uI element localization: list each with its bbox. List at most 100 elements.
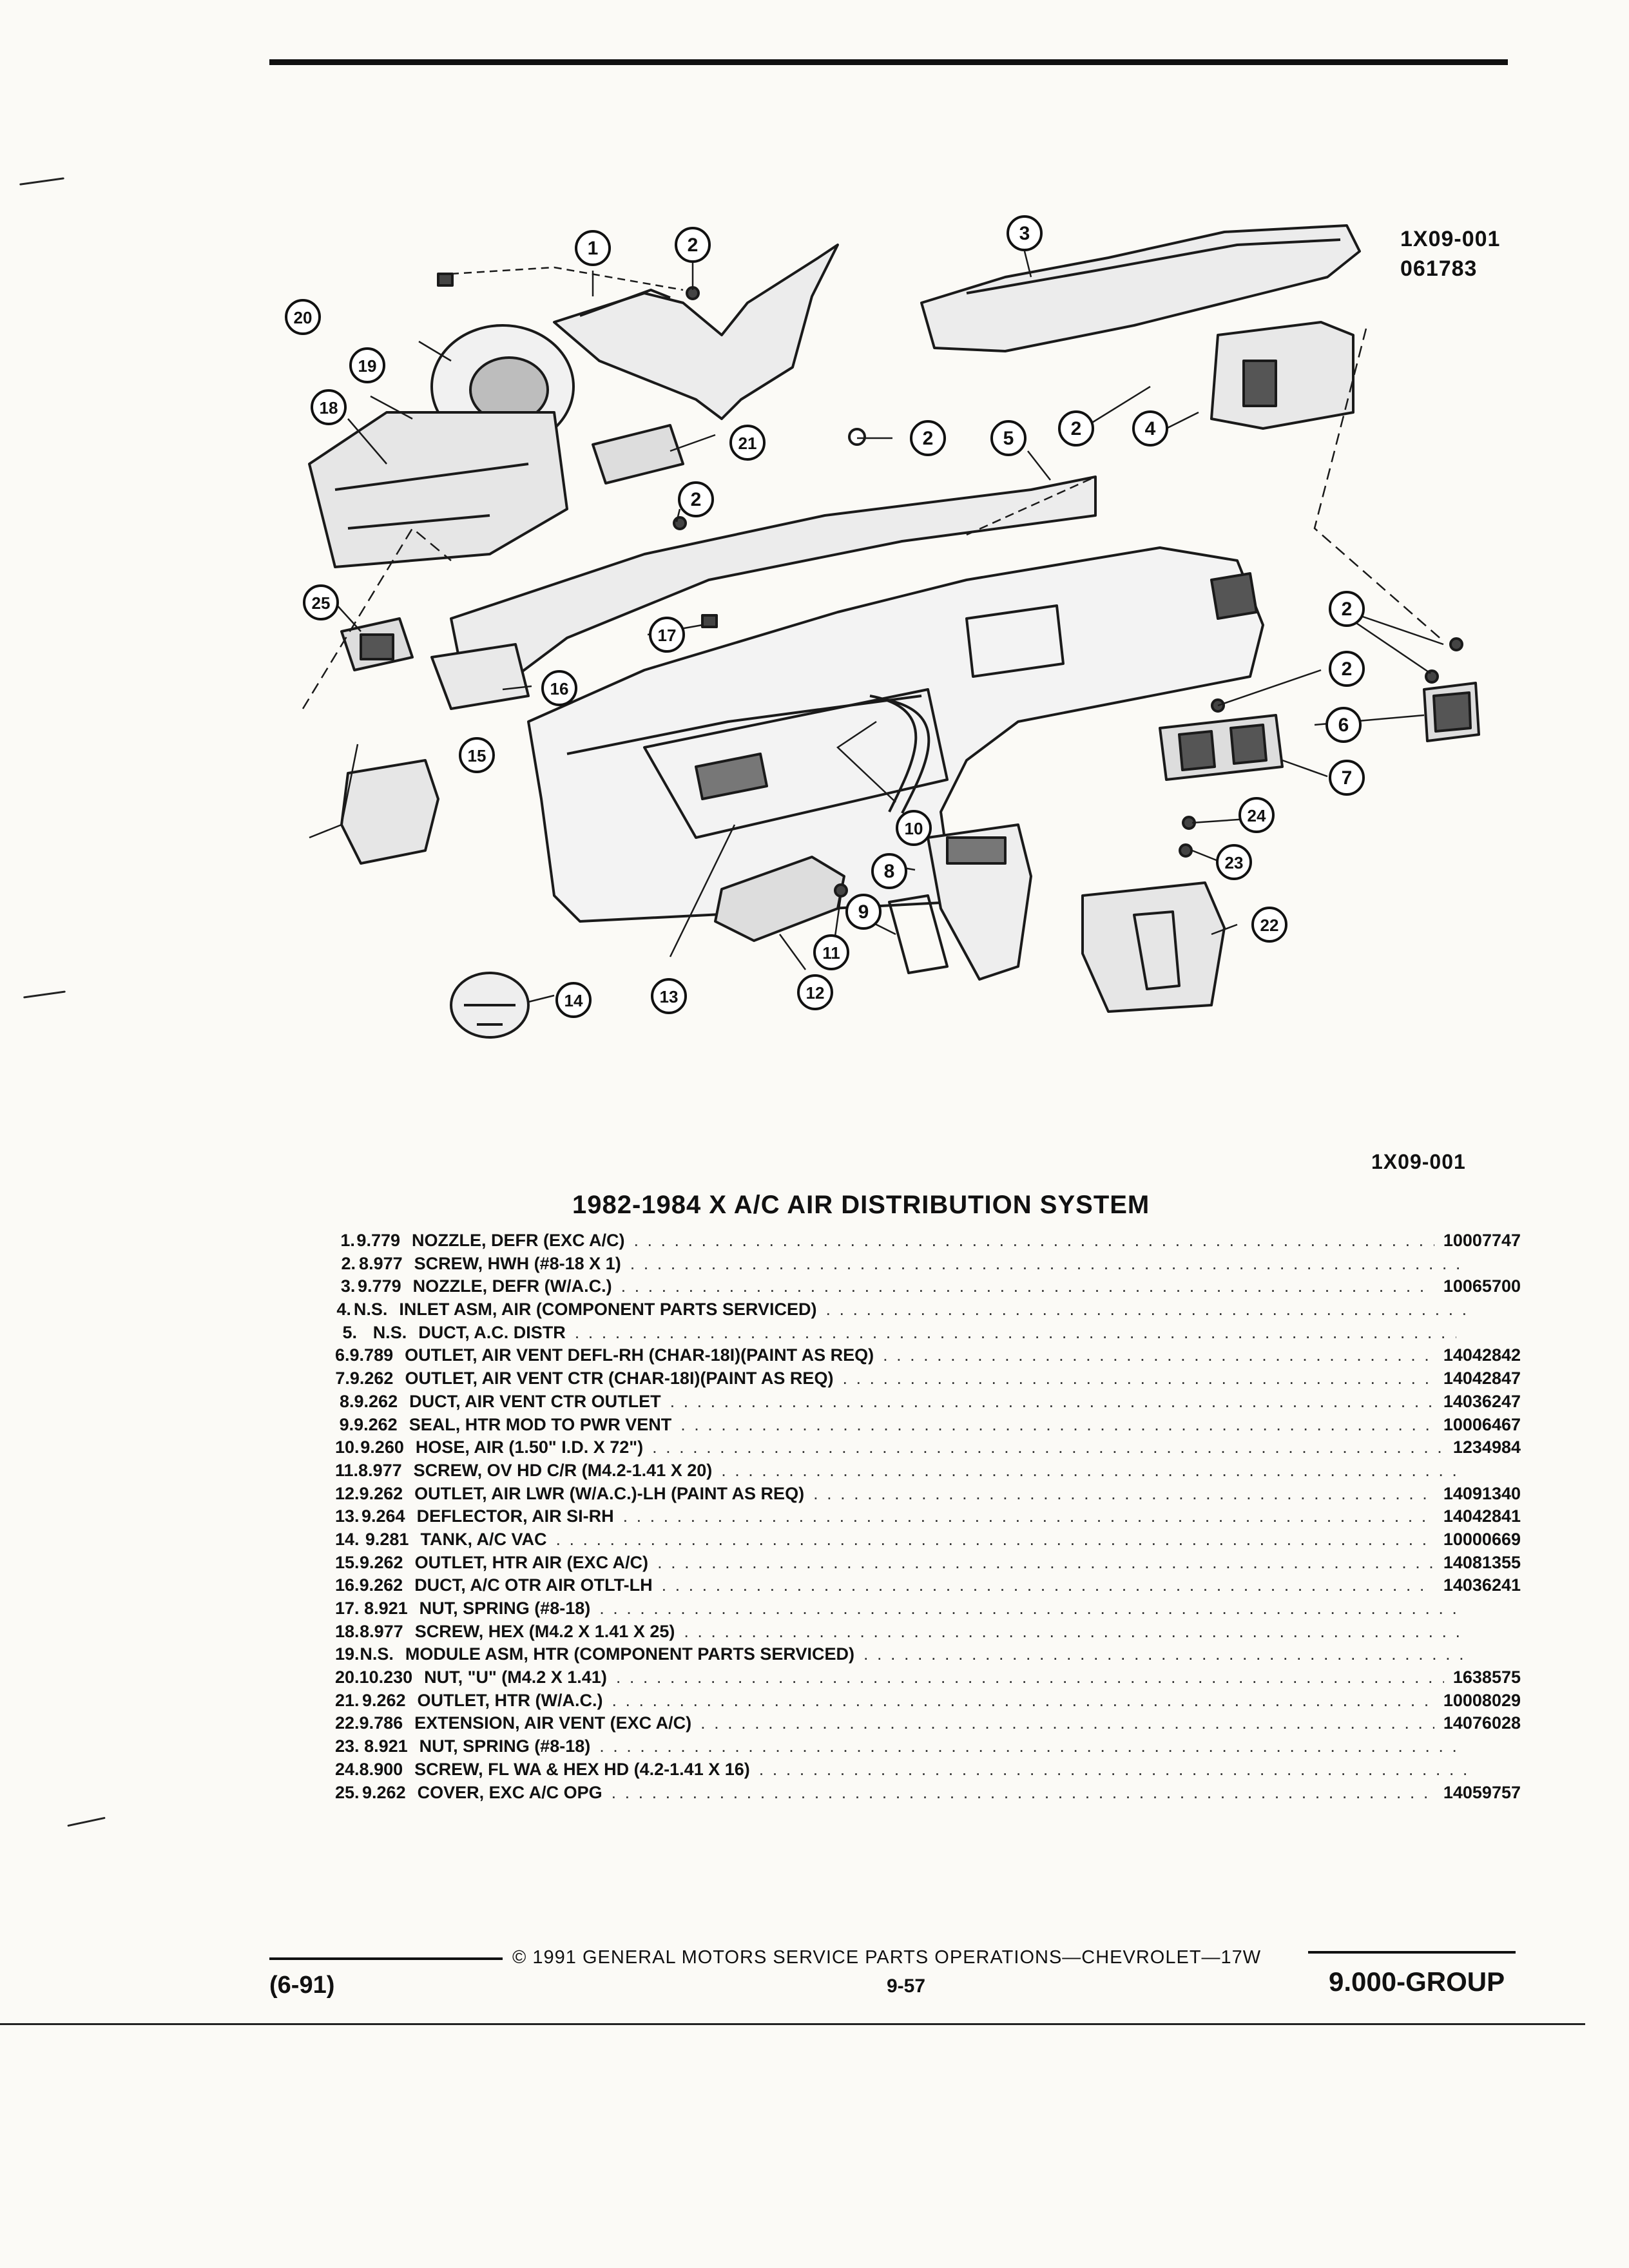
- lh-otr-air-duct: [430, 643, 530, 710]
- item-number: 24.: [335, 1759, 360, 1779]
- part-name: OUTLET: [417, 1690, 485, 1710]
- part-name: DUCT: [409, 1391, 456, 1411]
- leader-dots: [759, 1758, 1467, 1782]
- callout-circle: [1329, 760, 1365, 796]
- callout-circle: [1216, 844, 1252, 880]
- part-number: 1638575: [1452, 1667, 1521, 1687]
- diagram-caption-code: 1X09-001: [1371, 1150, 1466, 1173]
- item-number: 6.: [335, 1345, 350, 1365]
- part-detail: , AIR VENT CTR (CHAR-18I)(PAINT AS REQ): [472, 1369, 834, 1389]
- leader-dots: [825, 1298, 1470, 1321]
- callout-label: 23: [1225, 853, 1244, 872]
- leader-dots: [684, 1620, 1462, 1644]
- footer-date-code: (6-91): [269, 1972, 335, 1999]
- part-description: TANK, A/C VAC: [420, 1528, 546, 1552]
- item-number: 22.: [335, 1713, 360, 1733]
- part-description: COVER, EXC A/C OPG: [418, 1782, 602, 1805]
- group-number: 9.786: [359, 1713, 403, 1733]
- group-label: 9.000-GROUP: [1329, 1966, 1505, 1997]
- callout-label: 5: [1003, 428, 1014, 449]
- part-detail: , SPRING (#8-18): [453, 1736, 591, 1756]
- part-description: MODULE ASM, HTR (COMPONENT PARTS SERVICE…: [405, 1643, 854, 1666]
- air-vent-extension: [1081, 881, 1226, 1013]
- parts-row: 22.9.786 EXTENSION, AIR VENT (EXC A/C) 140…: [335, 1712, 1521, 1735]
- group-number: 9.262: [361, 1690, 406, 1710]
- part-detail: , HTR AIR (EXC A/C): [482, 1552, 649, 1572]
- htr-mod-seal: [888, 894, 949, 974]
- part-detail: , DEFR (EXC A/C): [481, 1231, 625, 1250]
- leader-dots: [670, 1390, 1434, 1414]
- callout-circle: [678, 481, 714, 517]
- parts-row: 19.N.S.MODULE ASM, HTR (COMPONENT PARTS …: [335, 1643, 1521, 1666]
- callout-circle: [349, 347, 385, 383]
- part-detail: , OV HD C/R (M4.2-1.41 X 20): [477, 1460, 713, 1480]
- callout-label: 2: [688, 235, 699, 256]
- part-description: HOSE, AIR (1.50" I.D. X 72"): [416, 1436, 643, 1459]
- part-name: SCREW: [413, 1460, 477, 1480]
- part-number: 14076028: [1443, 1713, 1521, 1733]
- part-description: OUTLET, HTR AIR (EXC A/C): [415, 1552, 649, 1575]
- part-detail: , AIR VENT (EXC A/C): [515, 1713, 692, 1733]
- callout-circle: [845, 894, 882, 930]
- part-name: OUTLET: [405, 1369, 473, 1389]
- callout-circle: [1251, 907, 1287, 943]
- callout-label: 15: [468, 746, 487, 765]
- part-detail: , "U" (M4.2 X 1.41): [458, 1667, 607, 1687]
- footer-rule-right: [1308, 1951, 1516, 1954]
- group-number: 8.977: [359, 1253, 403, 1273]
- group-number: 9.262: [359, 1483, 403, 1503]
- leader-dots: [700, 1712, 1434, 1735]
- part-description: OUTLET, AIR VENT CTR (CHAR-18I)(PAINT AS…: [405, 1367, 833, 1390]
- instrument-panel: [527, 546, 1264, 923]
- callout-label: 21: [738, 434, 757, 453]
- callout-circle: [285, 299, 321, 335]
- part-description: NUT, "U" (M4.2 X 1.41): [424, 1666, 607, 1689]
- callout-circle: [649, 617, 685, 653]
- callout-circle: [303, 584, 339, 620]
- callout-label: 18: [320, 398, 338, 418]
- part-description: SEAL, HTR MOD TO PWR VENT: [409, 1414, 672, 1437]
- callout-circle: [1329, 591, 1365, 627]
- group-number: 9.262: [362, 1782, 406, 1802]
- part-name: COVER: [417, 1782, 479, 1802]
- leader-dots: [575, 1321, 1456, 1345]
- part-detail: , HEX (M4.2 X 1.41 X 25): [478, 1621, 675, 1641]
- callout-label: 24: [1248, 806, 1266, 825]
- part-name: NUT: [419, 1736, 454, 1756]
- callout-label: 1: [588, 238, 599, 259]
- callout-circle: [541, 670, 577, 706]
- group-number: 8.977: [358, 1460, 402, 1480]
- part-detail: , EXC A/C OPG: [479, 1782, 602, 1802]
- parts-row: 4.N.S.INLET ASM, AIR (COMPONENT PARTS SE…: [335, 1298, 1521, 1321]
- item-number: 17.: [335, 1599, 360, 1618]
- group-number: 9.262: [354, 1414, 398, 1434]
- heater-air-outlet: [340, 759, 439, 865]
- callout-label: 7: [1342, 767, 1353, 789]
- callout-label: 22: [1260, 916, 1279, 935]
- part-description: NOZZLE, DEFR (W/A.C.): [413, 1275, 612, 1298]
- part-number: 14036241: [1443, 1575, 1521, 1595]
- part-name: EXTENSION: [414, 1713, 516, 1733]
- item-number: 21.: [335, 1690, 360, 1710]
- callout-label: 16: [550, 679, 569, 698]
- part-description: DUCT, AIR VENT CTR OUTLET: [409, 1390, 661, 1414]
- item-number: 9.: [339, 1414, 354, 1434]
- part-name: OUTLET: [414, 1483, 483, 1503]
- leader-dots: [555, 1528, 1434, 1552]
- part-number: 10065700: [1443, 1276, 1521, 1296]
- group-number: 9.262: [359, 1575, 403, 1595]
- leader-dots: [863, 1643, 1473, 1666]
- part-number: 14091340: [1443, 1483, 1521, 1503]
- callout-label: 2: [1342, 599, 1353, 620]
